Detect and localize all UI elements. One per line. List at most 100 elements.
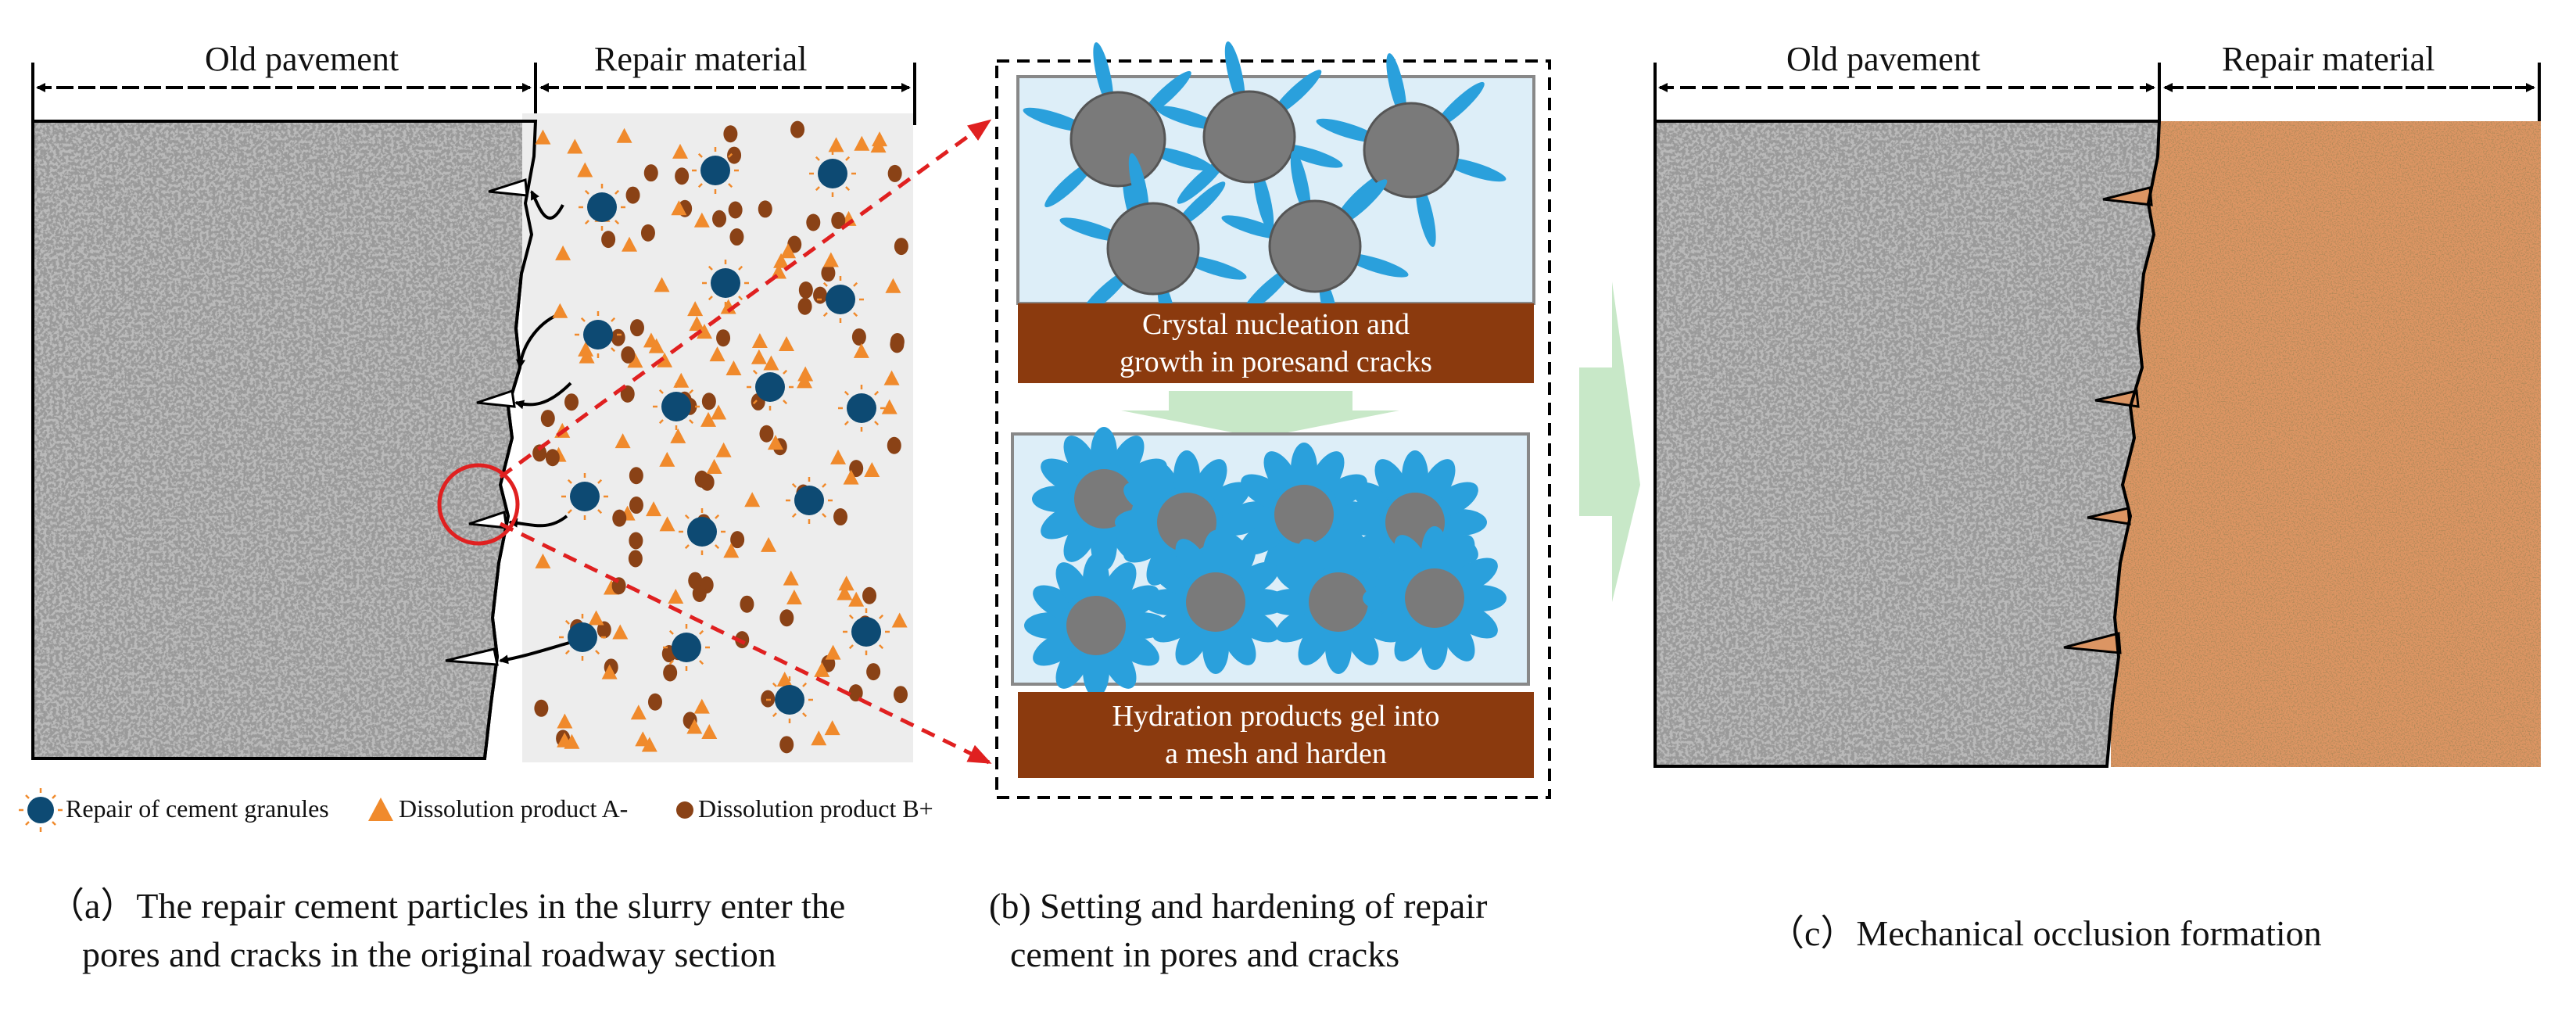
cement-granule: [766, 676, 813, 723]
caption-a-line2: pores and cracks in the original roadway…: [82, 934, 776, 974]
particle-a: [709, 346, 726, 362]
particle-a: [672, 143, 689, 159]
occlusion-teeth: [2063, 186, 2153, 654]
particle-b: [851, 328, 866, 346]
cement-granule: [663, 624, 710, 671]
particle-b: [625, 186, 640, 204]
particle-a: [843, 469, 859, 485]
particle-a: [622, 236, 638, 252]
particle-a: [535, 553, 551, 568]
particle-a: [659, 451, 675, 467]
cement-granule: [575, 311, 622, 358]
cement-granule: [559, 614, 606, 661]
particle-b: [564, 393, 579, 411]
particle-b: [601, 231, 616, 249]
particle-b: [620, 385, 635, 403]
zoom-arrows: [499, 119, 992, 765]
particle-a: [825, 644, 841, 660]
particle-a: [641, 737, 657, 752]
particle-a: [822, 252, 839, 267]
particle-b: [833, 508, 848, 526]
particle-a: [579, 348, 595, 364]
particle-b: [629, 532, 643, 550]
particle-a: [885, 278, 901, 293]
particle-a: [824, 720, 840, 736]
particle-a: [612, 624, 629, 640]
particle-b: [893, 686, 908, 704]
crack-marks: [445, 178, 528, 666]
cement-granule: [679, 508, 726, 555]
particle-b: [866, 663, 881, 681]
particle-b: [848, 684, 863, 702]
particle-b: [761, 690, 776, 708]
particle-a: [780, 243, 797, 259]
cement-granule: [843, 608, 890, 655]
nucleation-label-line1: Crystal nucleation and: [1142, 308, 1410, 341]
cement-granule: [692, 147, 739, 194]
particle-a: [700, 411, 717, 427]
hydration-label-line1: Hydration products gel into: [1112, 700, 1440, 733]
cement-granule: [786, 477, 833, 524]
panel-c-dimension-lines: [1653, 63, 2541, 125]
particle-a: [751, 349, 767, 364]
particle-a: [627, 353, 643, 368]
particle-a: [671, 200, 687, 216]
particle-a: [701, 724, 718, 740]
gel-grain: [1363, 526, 1507, 670]
cement-granule: [579, 184, 625, 231]
particle-b: [712, 210, 727, 228]
hydration-label-line2: a mesh and harden: [1165, 737, 1387, 770]
particle-b: [629, 497, 643, 514]
particle-b: [701, 393, 716, 410]
particle-a: [767, 435, 783, 450]
particle-b: [597, 621, 611, 639]
particle-b: [887, 436, 901, 454]
caption-c: （c）Mechanical occlusion formation: [1768, 913, 2322, 953]
particle-b: [797, 297, 812, 315]
particle-a: [773, 253, 790, 268]
particle-b: [629, 467, 643, 485]
particle-a: [881, 399, 897, 414]
particle-a: [578, 341, 594, 357]
particle-a: [693, 212, 710, 228]
highlight-circle: [437, 463, 520, 546]
cement-granule: [809, 150, 856, 197]
particle-a: [697, 324, 713, 339]
particle-a: [779, 335, 795, 351]
particle-a: [657, 352, 673, 367]
particle-b: [821, 264, 836, 282]
particle-b: [790, 120, 805, 138]
particle-b: [862, 586, 877, 604]
particle-a: [601, 664, 618, 679]
particle-b: [779, 609, 794, 627]
particle-b: [849, 460, 864, 478]
particle-a: [853, 342, 869, 358]
cement-granule: [561, 473, 608, 520]
particle-a: [763, 355, 779, 371]
particle-b: [887, 164, 902, 182]
particle-b: [890, 332, 905, 350]
particle-b: [894, 238, 908, 256]
panel-b-frame: [995, 59, 1551, 799]
particle-b: [798, 281, 813, 299]
panel-b: [995, 41, 1551, 799]
caption-b-line1: (b) Setting and hardening of repair: [989, 886, 1488, 926]
particle-b: [730, 531, 745, 549]
particle-a: [797, 366, 814, 382]
particle-b: [545, 449, 560, 467]
particle-a: [830, 449, 847, 464]
particle-b: [727, 146, 742, 164]
particle-a: [686, 719, 703, 734]
hydration-label: Hydration products gel into a mesh and h…: [1018, 692, 1534, 778]
particle-a: [706, 458, 722, 474]
particle-b: [740, 595, 754, 613]
particle-a: [848, 591, 865, 607]
particle-b: [806, 213, 821, 231]
particle-a: [670, 428, 686, 443]
particle-a: [689, 316, 705, 332]
particle-a: [783, 570, 799, 586]
particle-a: [614, 433, 631, 449]
particle-a: [723, 543, 740, 558]
caption-a-line1: （a）The repair cement particles in the sl…: [48, 886, 846, 926]
